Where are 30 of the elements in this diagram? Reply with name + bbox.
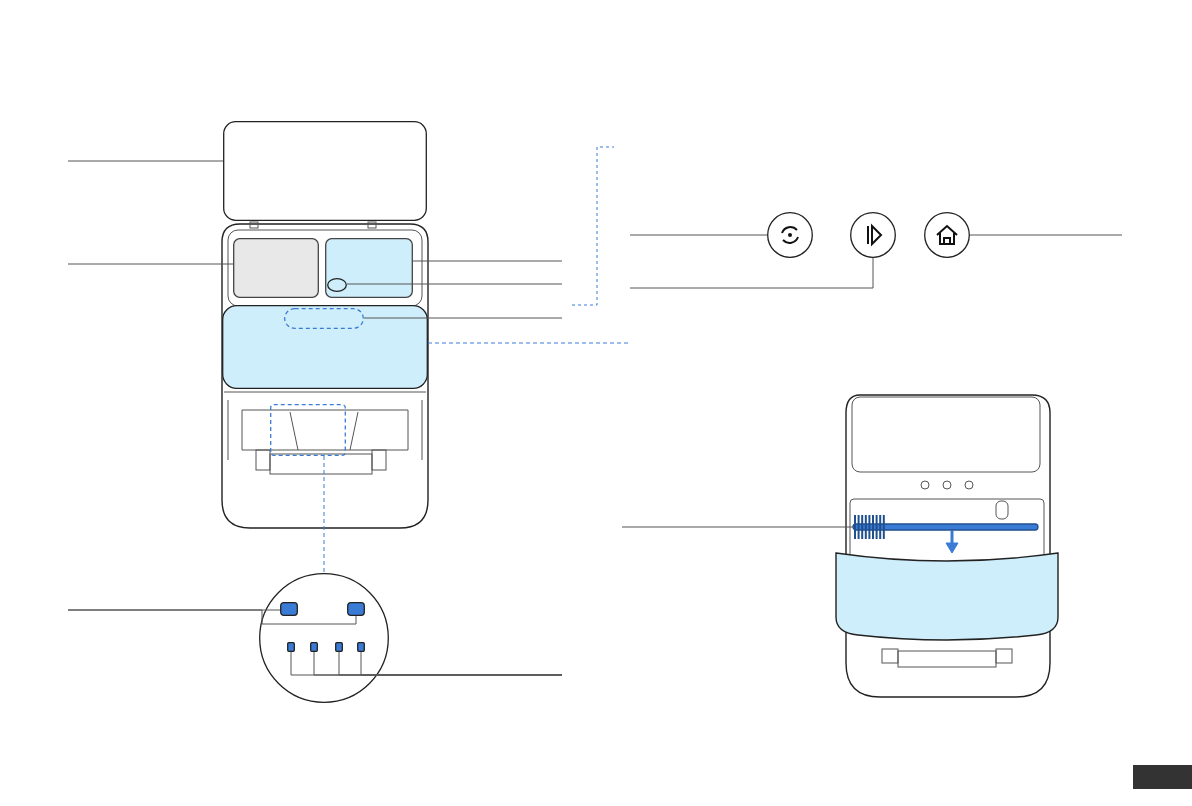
leader-line	[412, 260, 563, 262]
leader-line	[629, 257, 874, 289]
lid	[223, 121, 427, 221]
cleaning-brush	[853, 515, 1038, 539]
dashed-leader-line	[323, 455, 325, 574]
electrode	[310, 642, 318, 652]
magnified-detail	[259, 573, 389, 703]
dashed-leader-line	[427, 342, 629, 344]
leader-line	[67, 609, 357, 625]
charging-contact	[347, 602, 365, 616]
charging-contact	[280, 602, 298, 616]
electrode	[287, 642, 295, 652]
electrode	[335, 642, 343, 652]
leader-line	[346, 283, 563, 285]
leader-line	[621, 526, 854, 528]
tank-cap	[327, 278, 347, 292]
front-band	[222, 305, 428, 389]
leader-line	[969, 234, 1123, 236]
leader-line	[629, 234, 768, 236]
water-tank	[233, 238, 319, 298]
leader-line	[67, 160, 224, 162]
water-tank	[325, 238, 413, 298]
start-button	[850, 212, 896, 258]
leader-line	[363, 317, 563, 319]
leader-line	[67, 263, 234, 265]
clean-button	[767, 212, 813, 258]
detail-area	[270, 404, 346, 456]
home-button	[924, 212, 970, 258]
electrode	[357, 642, 365, 652]
button-panel	[284, 308, 364, 329]
